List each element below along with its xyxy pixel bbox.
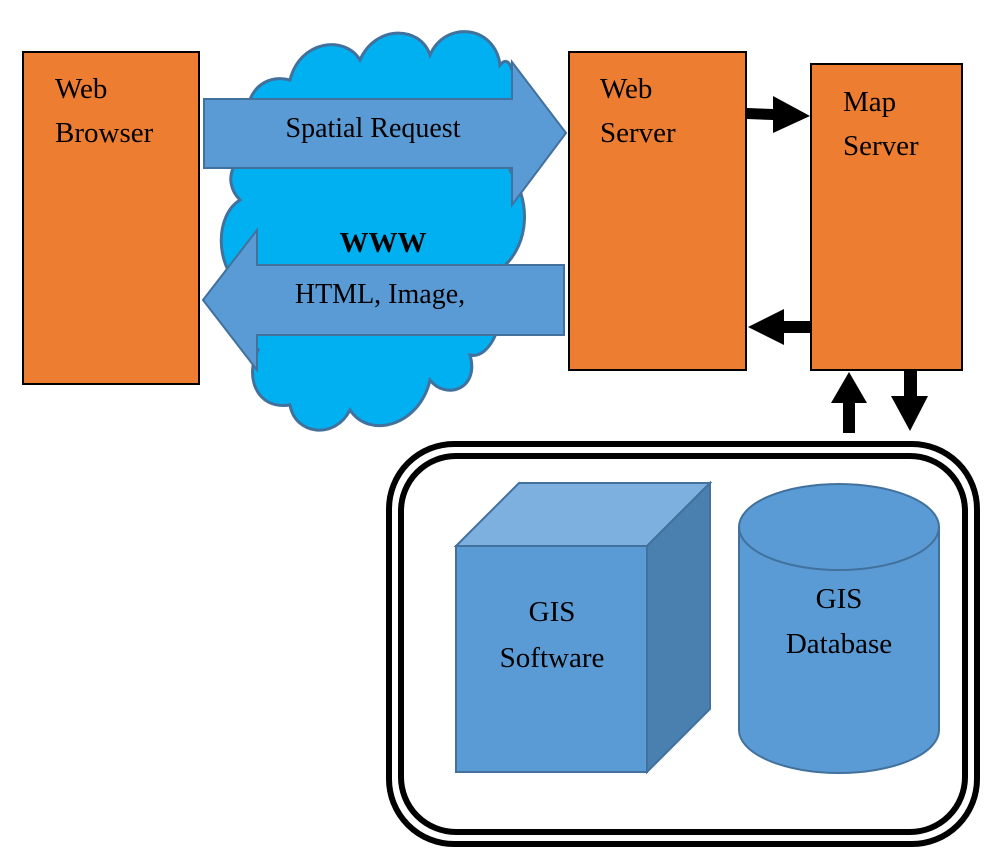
map-to-web-connector	[748, 309, 811, 345]
spatial-request-label: Spatial Request	[286, 113, 461, 144]
gis-software-label-line2: Software	[500, 642, 605, 674]
cylinder-top	[738, 483, 940, 571]
gis-database-label-line2: Database	[786, 628, 892, 660]
response-label: HTML, Image,	[295, 279, 465, 310]
map-to-gis-connector	[891, 371, 928, 431]
response-arrow	[201, 227, 565, 373]
gis-database-cylinder	[738, 483, 940, 774]
web-server-label-line2: Server	[600, 117, 676, 149]
web-browser-box	[22, 51, 200, 385]
map-server-label-line1: Map	[843, 86, 896, 118]
map-server-label-line2: Server	[843, 130, 919, 162]
web-server-label-line1: Web	[600, 73, 652, 105]
spatial-request-arrow	[203, 59, 568, 208]
cube-front-face	[455, 545, 648, 773]
gis-software-label-line1: GIS	[529, 596, 576, 628]
web-to-map-connector	[747, 96, 810, 133]
gis-database-label-line1: GIS	[816, 583, 863, 615]
web-browser-label-line1: Web	[55, 73, 107, 105]
web-server-box	[568, 51, 747, 371]
gis-to-map-connector	[831, 372, 867, 433]
cylinder-body	[738, 526, 940, 774]
map-server-box	[810, 63, 963, 371]
www-label: WWW	[340, 227, 427, 259]
gis-software-cube	[453, 480, 713, 775]
web-browser-label-line2: Browser	[55, 117, 154, 149]
